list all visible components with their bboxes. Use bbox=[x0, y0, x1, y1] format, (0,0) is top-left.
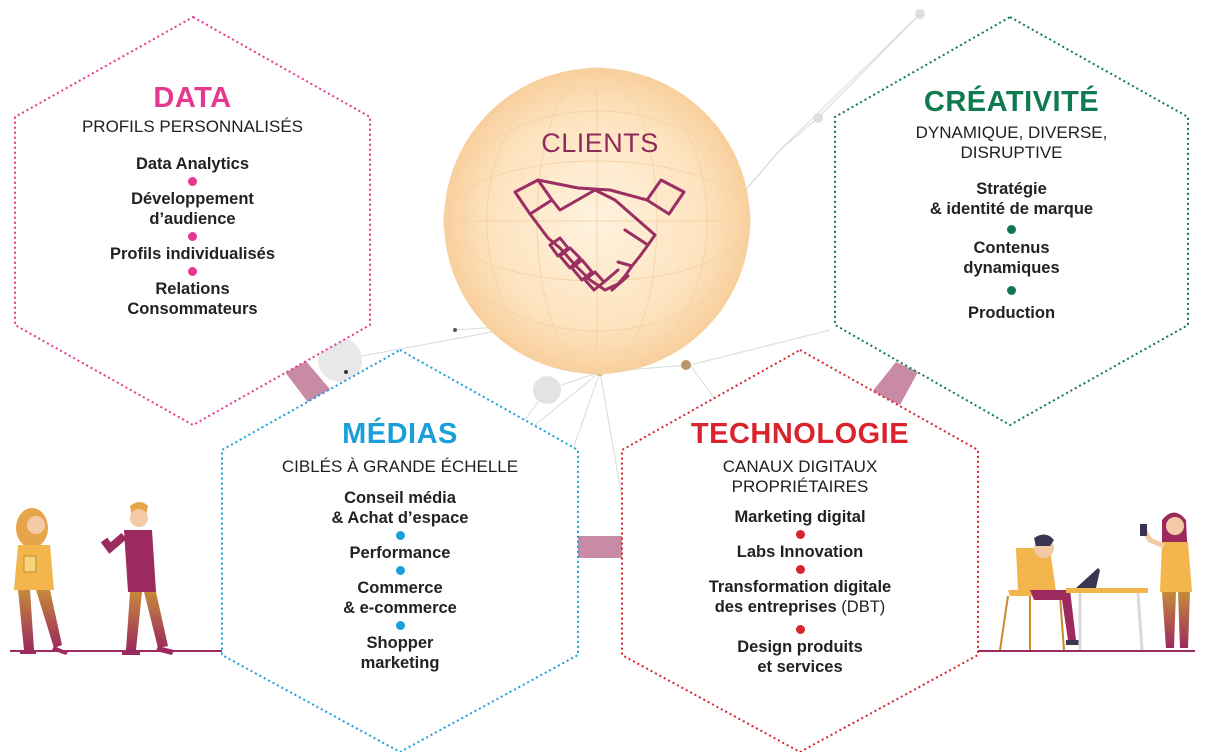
technologie-dot-1 bbox=[795, 530, 805, 539]
data-item-2-line-1: Développement bbox=[131, 190, 254, 208]
clients-title: CLIENTS bbox=[541, 128, 659, 158]
creativite-subtitle-line-2: DISRUPTIVE bbox=[960, 143, 1063, 162]
technologie-hexagon-content: TECHNOLOGIE CANAUX DIGITAUX PROPRIÉTAIRE… bbox=[632, 418, 968, 677]
technologie-subtitle-line-2: PROPRIÉTAIRES bbox=[731, 477, 869, 496]
data-item-1: Data Analytics bbox=[135, 155, 250, 173]
technologie-item-2: Labs Innovation bbox=[736, 543, 864, 561]
data-subtitle: PROFILS PERSONNALISÉS bbox=[81, 117, 304, 136]
data-dot-3 bbox=[188, 267, 197, 276]
technologie-item-3-line-2: des entreprises (DBT) bbox=[632, 597, 968, 617]
technologie-item-4-line-2: et services bbox=[757, 658, 843, 676]
woman-with-phone-icon bbox=[1140, 512, 1192, 648]
technologie-dot-3 bbox=[795, 625, 805, 634]
technologie-dot-2 bbox=[795, 565, 805, 574]
hexagon-outlines bbox=[14, 15, 1189, 752]
woman-standing-icon bbox=[14, 508, 68, 655]
medias-hexagon bbox=[221, 348, 579, 752]
medias-title: MÉDIAS bbox=[342, 418, 458, 450]
creativite-dot-1 bbox=[1007, 225, 1016, 234]
technologie-item-3-text: des entreprises bbox=[714, 598, 837, 616]
man-walking-icon bbox=[100, 502, 174, 655]
medias-item-4-line-1: Shopper bbox=[366, 634, 434, 652]
person-at-laptop-icon bbox=[999, 534, 1148, 651]
handshake-icon bbox=[513, 178, 686, 292]
data-title: DATA bbox=[153, 82, 232, 114]
data-hexagon-content: DATA PROFILS PERSONNALISÉS Data Analytic… bbox=[25, 82, 360, 319]
hexagon-connectors bbox=[282, 360, 918, 558]
creativite-item-2-line-2: dynamiques bbox=[963, 259, 1060, 277]
data-item-2-line-2: d’audience bbox=[149, 210, 236, 228]
technologie-subtitle-line-1: CANAUX DIGITAUX bbox=[722, 457, 878, 476]
creativite-item-2-line-1: Contenus bbox=[973, 239, 1050, 257]
medias-item-1-line-2: & Achat d’espace bbox=[331, 509, 469, 527]
data-dot-1 bbox=[188, 177, 197, 186]
technologie-item-3-line-1: Transformation digitale bbox=[708, 578, 892, 596]
data-item-3: Profils individualisés bbox=[109, 245, 276, 263]
data-dot-2 bbox=[188, 232, 197, 241]
technologie-item-3-suffix: (DBT) bbox=[841, 598, 886, 616]
medias-item-1-line-1: Conseil média bbox=[344, 489, 456, 507]
creativite-dot-2 bbox=[1007, 286, 1016, 295]
medias-hexagon-content: MÉDIAS CIBLÉS À GRANDE ÉCHELLE Conseil m… bbox=[232, 418, 568, 673]
creativite-hexagon-content: CRÉATIVITÉ DYNAMIQUE, DIVERSE, DISRUPTIV… bbox=[845, 86, 1178, 323]
medias-subtitle: CIBLÉS À GRANDE ÉCHELLE bbox=[281, 457, 519, 476]
data-item-4-line-1: Relations bbox=[155, 280, 230, 298]
technologie-title: TECHNOLOGIE bbox=[690, 418, 910, 450]
technologie-hexagon bbox=[621, 348, 979, 752]
medias-item-3-line-1: Commerce bbox=[357, 579, 443, 597]
medias-item-3-line-2: & e-commerce bbox=[343, 599, 457, 617]
creativite-item-1-line-2: & identité de marque bbox=[929, 200, 1094, 218]
creativite-hexagon bbox=[834, 15, 1189, 427]
medias-item-2: Performance bbox=[349, 544, 451, 562]
creativite-item-1-line-1: Stratégie bbox=[976, 180, 1047, 198]
technologie-item-4-line-1: Design produits bbox=[737, 638, 863, 656]
technologie-item-1: Marketing digital bbox=[734, 508, 866, 526]
medias-dot-3 bbox=[395, 621, 405, 630]
medias-dot-2 bbox=[395, 566, 405, 575]
medias-item-4-line-2: marketing bbox=[360, 654, 440, 672]
creativite-item-3: Production bbox=[967, 304, 1056, 322]
data-hexagon bbox=[14, 15, 371, 427]
medias-dot-1 bbox=[395, 531, 405, 540]
creativite-subtitle-line-1: DYNAMIQUE, DIVERSE, bbox=[915, 123, 1108, 142]
clients-sphere bbox=[443, 67, 751, 375]
data-item-4-line-2: Consommateurs bbox=[127, 300, 258, 318]
creativite-title: CRÉATIVITÉ bbox=[923, 86, 1100, 118]
